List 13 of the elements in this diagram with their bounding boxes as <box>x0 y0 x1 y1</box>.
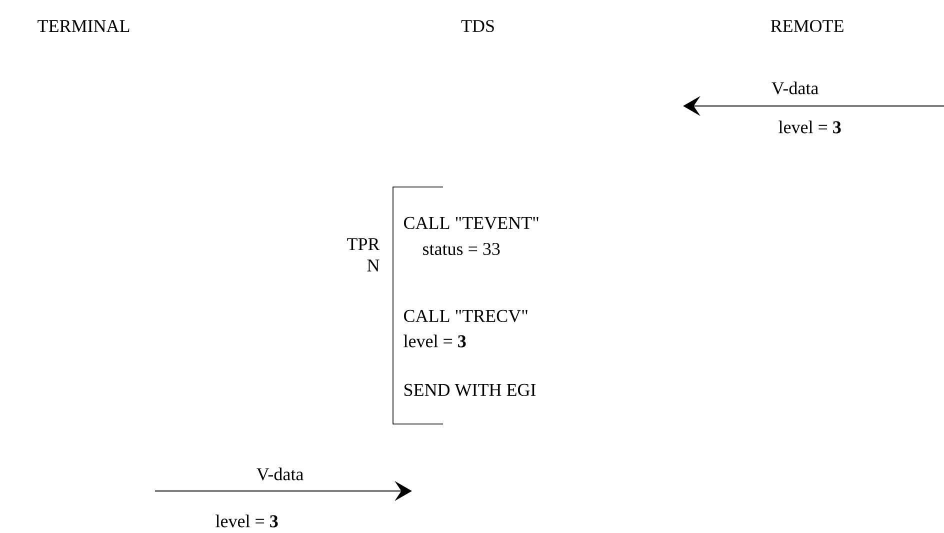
message-label: level = 3 <box>216 514 278 528</box>
column-heading: REMOTE <box>770 20 844 32</box>
message-label: V-data <box>256 468 304 480</box>
statement-text: CALL "TEVENT" <box>404 216 538 230</box>
statement-text: status = 33 <box>423 242 500 256</box>
message-label: V-data <box>772 82 818 94</box>
column-heading: TDS <box>461 20 494 32</box>
side-label: TPR N <box>347 238 380 272</box>
column-heading: TERMINAL <box>38 20 130 32</box>
message-label: level = 3 <box>778 120 841 134</box>
statement-text: CALL "TRECV" <box>404 310 528 322</box>
statement-text: SEND WITH EGI <box>404 384 536 396</box>
statement-text: level = 3 <box>404 334 466 348</box>
